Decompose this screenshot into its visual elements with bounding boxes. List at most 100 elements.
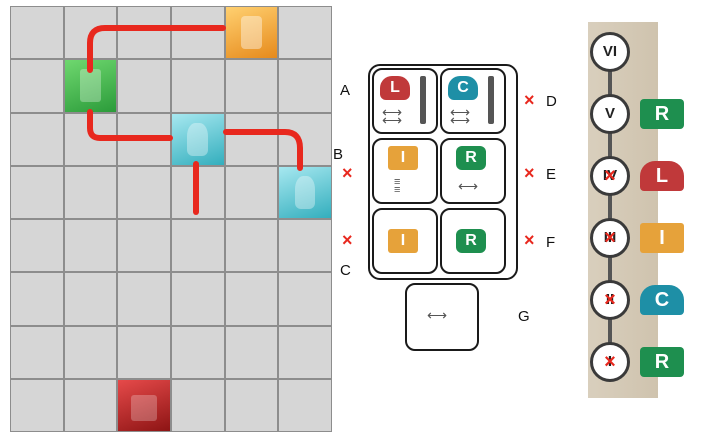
- board-cell[interactable]: [225, 379, 278, 431]
- board-cell[interactable]: [172, 60, 224, 112]
- board-cell[interactable]: [64, 326, 117, 378]
- board-cell[interactable]: [172, 326, 224, 378]
- label-G: G: [518, 308, 530, 325]
- board-cell[interactable]: [118, 166, 170, 218]
- board-cell[interactable]: [225, 166, 278, 218]
- x-mark-E: ×: [524, 163, 535, 183]
- board-cell[interactable]: [118, 60, 170, 112]
- board-cell[interactable]: [279, 220, 331, 272]
- board-cell[interactable]: [118, 113, 170, 165]
- label-F: F: [546, 234, 556, 251]
- slot-F[interactable]: R: [440, 208, 506, 274]
- board-cell[interactable]: [118, 326, 170, 378]
- track-node-I: I: [590, 342, 630, 382]
- label-E: E: [546, 166, 557, 183]
- track-badge-I: I: [640, 223, 684, 253]
- badge-R: R: [456, 229, 486, 253]
- board-cell[interactable]: [11, 326, 63, 378]
- stack-lines-icon: ≡≡: [394, 176, 401, 196]
- board-cell[interactable]: [118, 7, 170, 59]
- board-cell[interactable]: [64, 7, 117, 59]
- board-cell[interactable]: [64, 113, 117, 165]
- slot-B[interactable]: I ≡≡: [372, 138, 438, 204]
- red-building-tile: [118, 379, 170, 431]
- board-cell[interactable]: [172, 273, 224, 325]
- board-cell[interactable]: [279, 113, 331, 165]
- slot-A[interactable]: L ⟷⟷: [372, 68, 438, 134]
- building-shape: [241, 16, 262, 50]
- track-node-VI: VI: [590, 32, 630, 72]
- board-cell[interactable]: [172, 379, 224, 431]
- badge-C: C: [448, 76, 478, 100]
- x-mark-B: ×: [342, 163, 353, 183]
- x-mark-D: ×: [524, 90, 535, 110]
- slot-C[interactable]: I: [372, 208, 438, 274]
- slot-E[interactable]: R ⟷: [440, 138, 506, 204]
- score-track-line: [608, 48, 612, 378]
- board-cell[interactable]: [11, 166, 63, 218]
- rail-bar: [420, 76, 426, 124]
- cyan-building-tile: [279, 166, 331, 218]
- track-badge-L: L: [640, 161, 684, 191]
- badge-R: R: [456, 146, 486, 170]
- board-cell[interactable]: [64, 166, 117, 218]
- track-badge-C: C: [640, 285, 684, 315]
- board-cell[interactable]: [172, 7, 224, 59]
- slot-G[interactable]: ⟷: [405, 283, 479, 351]
- game-board: [10, 6, 332, 432]
- x-mark-C: ×: [342, 230, 353, 250]
- green-building-tile: [64, 60, 117, 112]
- board-cell[interactable]: [64, 379, 117, 431]
- board-cell[interactable]: [279, 273, 331, 325]
- board-cell[interactable]: [225, 326, 278, 378]
- crossed-out-mark: ×: [604, 351, 616, 373]
- board-cell[interactable]: [11, 113, 63, 165]
- label-D: D: [546, 93, 557, 110]
- x-mark-F: ×: [524, 230, 535, 250]
- track-badge-R: R: [640, 99, 684, 129]
- board-cell[interactable]: [64, 60, 117, 112]
- label-A: A: [340, 82, 351, 99]
- rail-bar: [488, 76, 494, 124]
- board-cell[interactable]: [11, 273, 63, 325]
- board-cell[interactable]: [172, 220, 224, 272]
- board-cell[interactable]: [279, 326, 331, 378]
- crossed-out-mark: ×: [604, 289, 616, 311]
- board-cell[interactable]: [11, 220, 63, 272]
- building-shape: [294, 175, 316, 209]
- board-cell[interactable]: [279, 7, 331, 59]
- building-shape: [187, 122, 209, 156]
- board-cell[interactable]: [11, 7, 63, 59]
- track-badge-R: R: [640, 347, 684, 377]
- board-cell[interactable]: [225, 273, 278, 325]
- double-arrow-icon: ⟷⟷: [450, 104, 470, 128]
- board-cell[interactable]: [172, 113, 224, 165]
- board-cell[interactable]: [11, 379, 63, 431]
- crossed-out-mark: ×: [604, 227, 616, 249]
- board-cell[interactable]: [225, 113, 278, 165]
- track-node-II: II: [590, 280, 630, 320]
- board-cell[interactable]: [64, 273, 117, 325]
- score-track: [588, 22, 658, 398]
- cyan-building-tile: [172, 113, 224, 165]
- board-cell[interactable]: [172, 166, 224, 218]
- board-cell[interactable]: [225, 220, 278, 272]
- badge-I: I: [388, 229, 418, 253]
- track-node-IV: IV: [590, 156, 630, 196]
- board-cell[interactable]: [118, 379, 170, 431]
- board-cell[interactable]: [279, 166, 331, 218]
- board-cell[interactable]: [279, 60, 331, 112]
- board-cell[interactable]: [64, 220, 117, 272]
- slot-D[interactable]: C ⟷⟷: [440, 68, 506, 134]
- board-cell[interactable]: [225, 60, 278, 112]
- board-cell[interactable]: [11, 60, 63, 112]
- board-cell[interactable]: [118, 273, 170, 325]
- orange-building-tile: [225, 7, 278, 59]
- board-cell[interactable]: [118, 220, 170, 272]
- board-cell[interactable]: [225, 7, 278, 59]
- board-cell[interactable]: [279, 379, 331, 431]
- double-arrow-icon: ⟷: [427, 307, 447, 323]
- crossed-out-mark: ×: [604, 165, 616, 187]
- building-shape: [80, 69, 101, 103]
- badge-I: I: [388, 146, 418, 170]
